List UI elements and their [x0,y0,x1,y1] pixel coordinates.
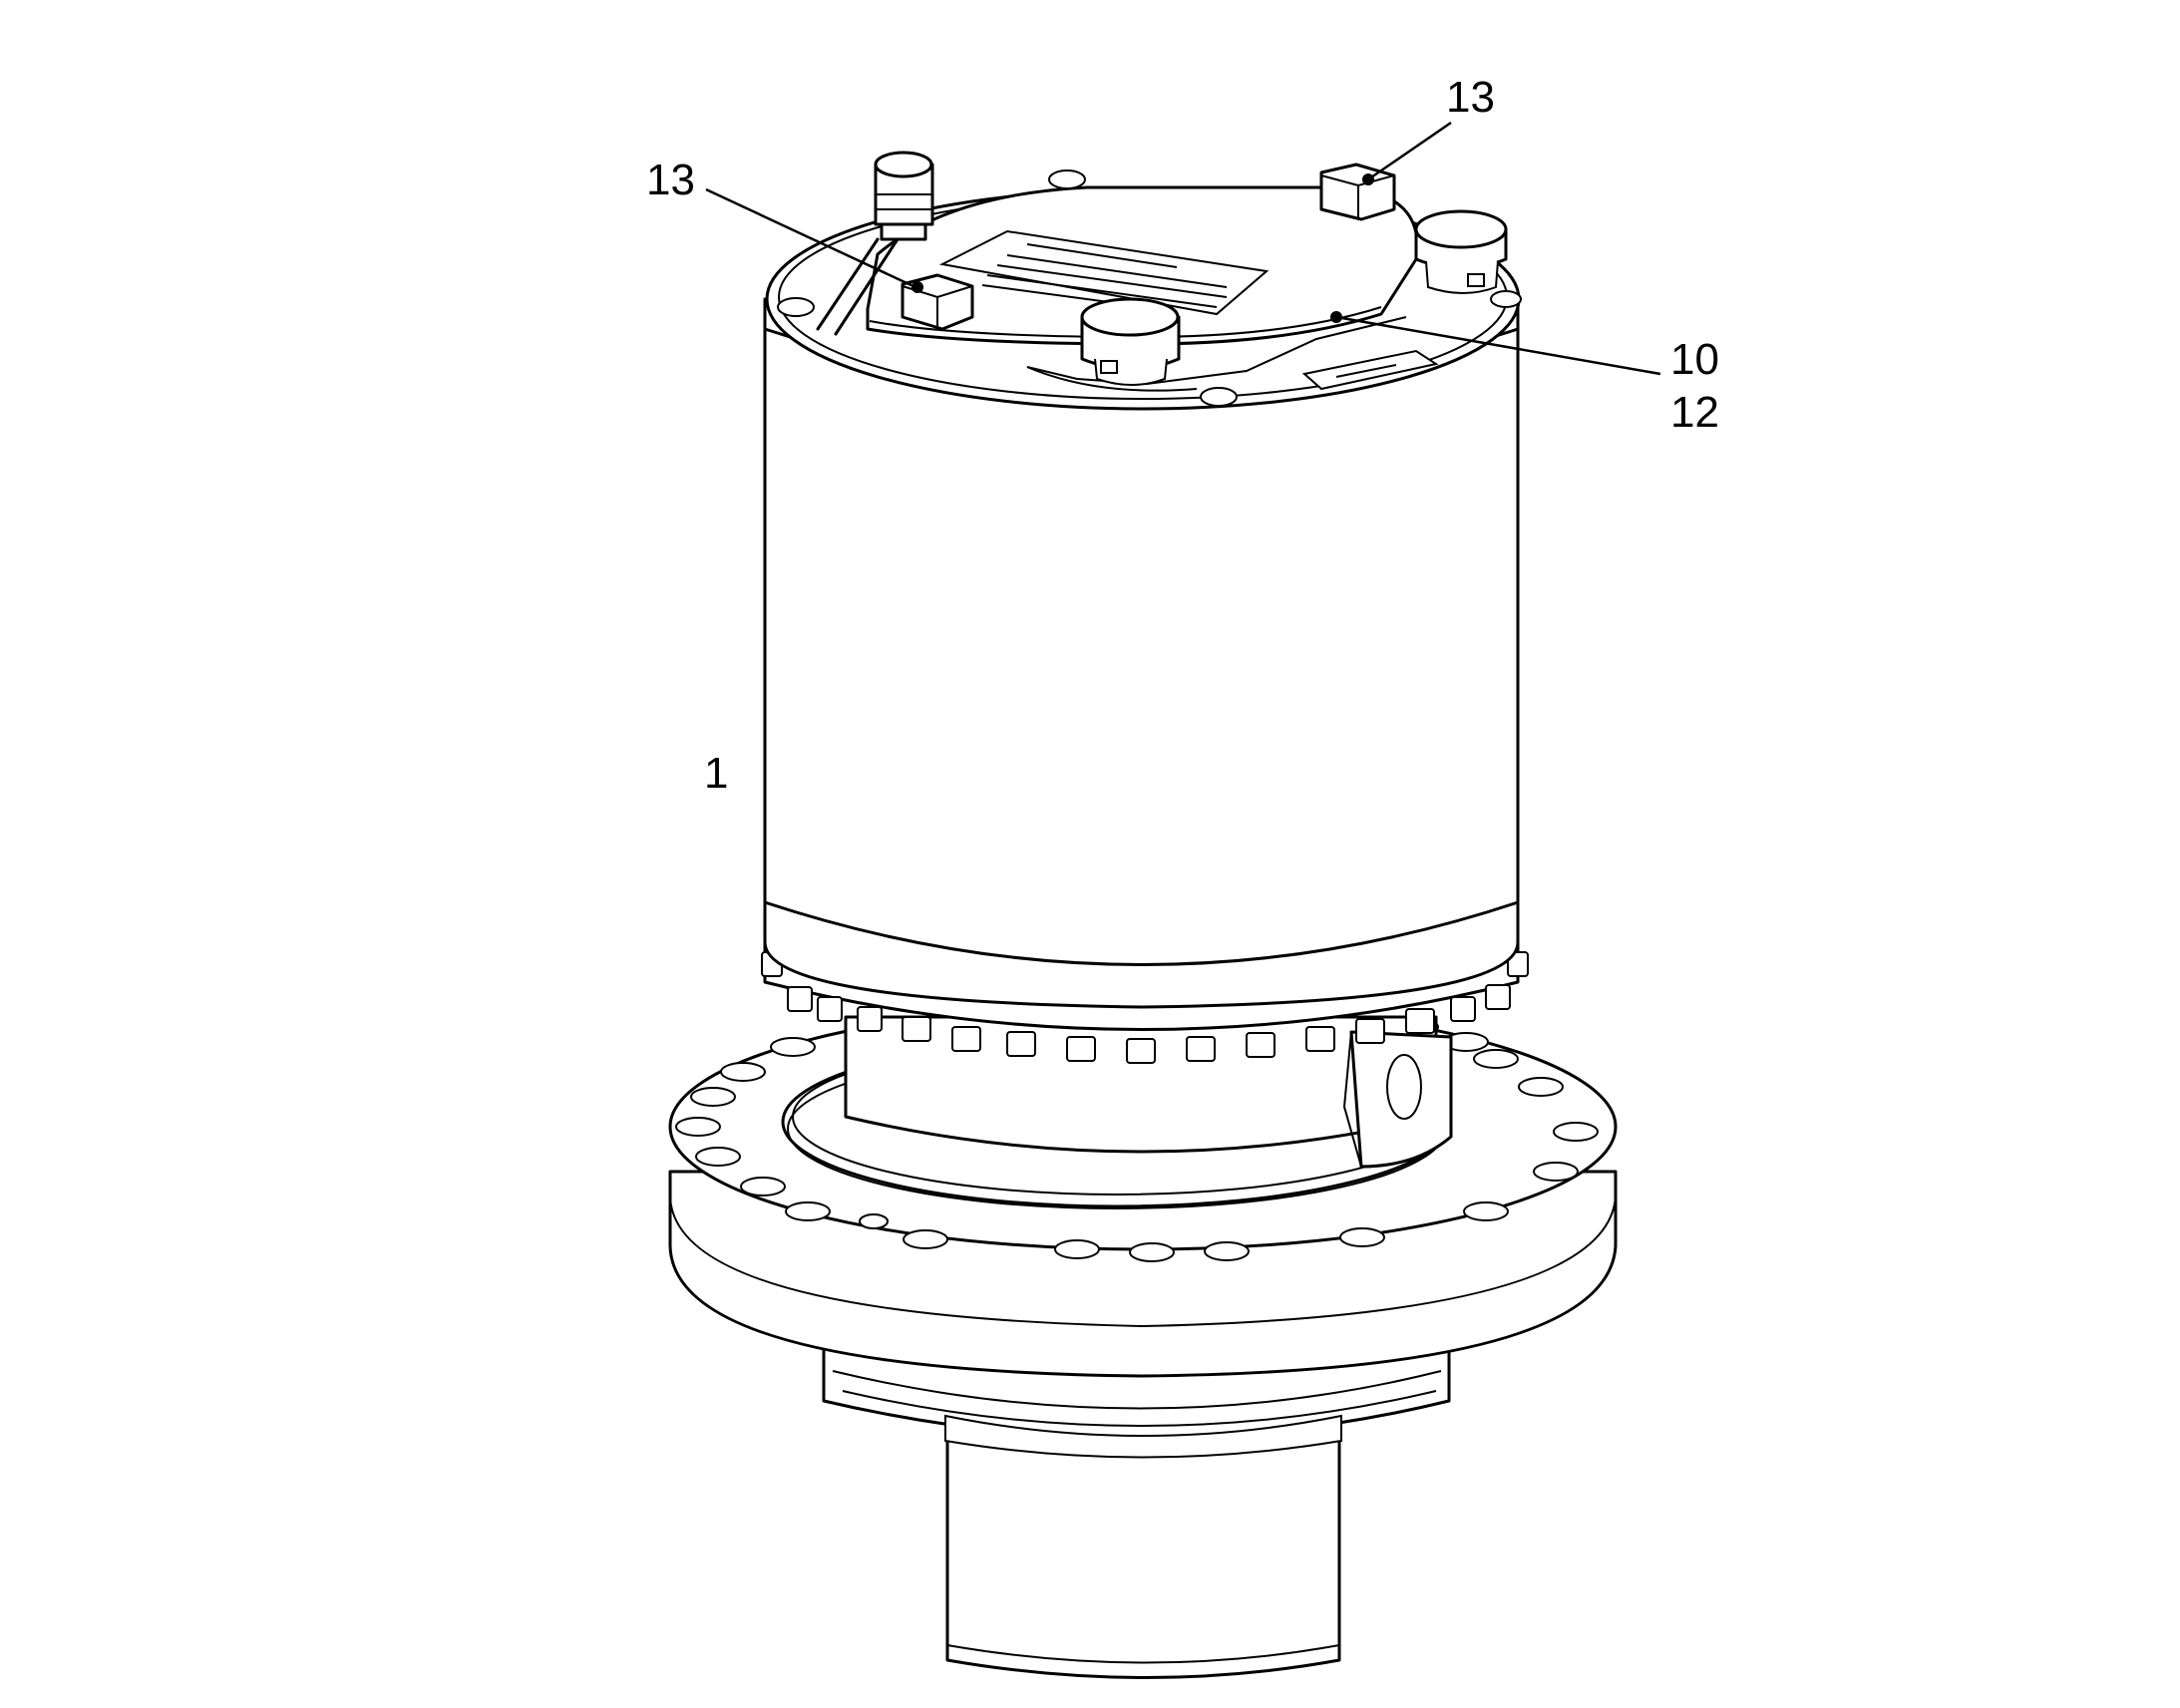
cover-screws [777,170,1522,407]
nameplate-text-marks [981,243,1228,312]
nameplate [938,229,1270,316]
callout-10: 10 [1670,335,1719,384]
round-cap-front [1080,297,1181,386]
callout-12: 12 [1670,388,1719,437]
callout-13-top-left: 13 [646,156,695,204]
callout-1: 1 [704,749,728,798]
round-cap-right [1414,209,1508,294]
callouts: 13 13 10 12 1 [646,73,1719,798]
neck-cylinder [844,1015,1453,1169]
callout-13-top-right: 13 [1446,73,1495,122]
bottom-shaft [945,1434,1341,1679]
hex-plug-right [1319,163,1396,221]
flange-bolt-holes [675,1017,1599,1262]
top-cover [765,151,1522,411]
bolt-heads [761,951,1529,1064]
hydraulic-fitting [816,151,934,336]
